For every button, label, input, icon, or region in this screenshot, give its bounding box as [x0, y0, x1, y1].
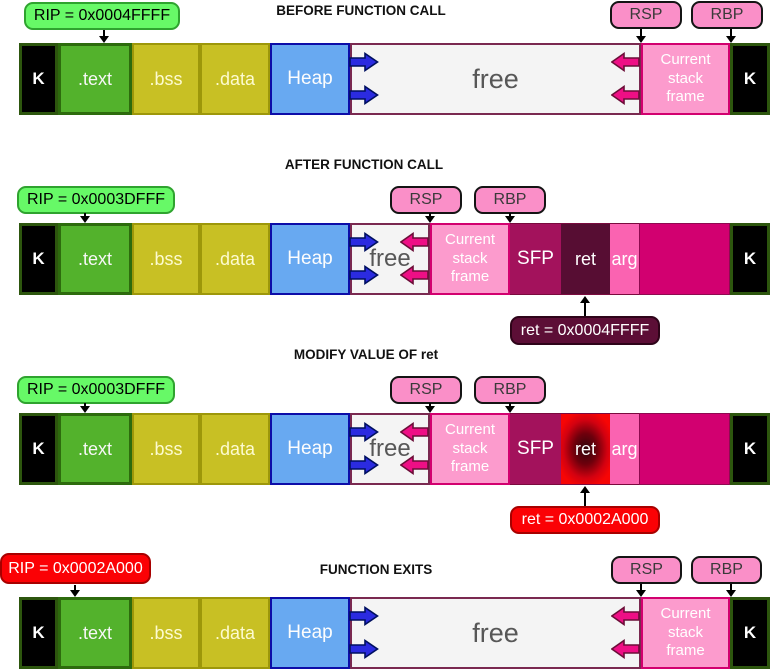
rsp-label: RSP: [611, 556, 682, 584]
segment-heap: Heap: [270, 597, 350, 669]
free-label: free: [369, 435, 411, 462]
stack-growth-arrow-icon: [399, 454, 429, 476]
segment-free: free: [350, 413, 430, 485]
stack-growth-arrow-icon: [610, 51, 640, 73]
down-arrow: [80, 213, 90, 223]
segment-kernel-left: K: [19, 43, 58, 115]
segment-text: .text: [58, 43, 132, 115]
segment-bss: .bss: [132, 43, 200, 115]
segment-stack-frame: Current stack frame: [430, 223, 510, 295]
segment-stack-frame: Current stack frame: [641, 597, 730, 669]
stack-growth-arrow-icon: [399, 231, 429, 253]
segment-sfp: SFP: [510, 413, 561, 485]
down-arrow: [425, 403, 435, 413]
rsp-label: RSP: [610, 1, 682, 29]
ret-value-label: ret = 0x0004FFFF: [510, 316, 660, 345]
down-arrow: [99, 30, 109, 43]
segment-sfp: SFP: [510, 223, 561, 295]
heap-growth-arrow-icon: [349, 454, 379, 476]
segment-bss: .bss: [132, 413, 200, 485]
rbp-label: RBP: [474, 186, 546, 214]
rip-label: RIP = 0x0003DFFF: [17, 186, 175, 214]
rip-label: RIP = 0x0003DFFF: [17, 376, 175, 404]
down-arrow: [636, 584, 646, 597]
segment-stack-frame: Current stack frame: [641, 43, 730, 115]
heap-growth-arrow-icon: [349, 421, 379, 443]
rbp-label: RBP: [474, 376, 546, 404]
ret-value-label: ret = 0x0002A000: [510, 506, 660, 534]
panel-title-before-call: BEFORE FUNCTION CALL: [276, 3, 446, 18]
segment-kernel-left: K: [19, 413, 58, 485]
stack-growth-arrow-icon: [610, 84, 640, 106]
heap-growth-arrow-icon: [349, 231, 379, 253]
segment-text: .text: [58, 223, 132, 295]
down-arrow: [80, 403, 90, 413]
segment-old-frame: [639, 413, 730, 485]
stack-growth-arrow-icon: [610, 605, 640, 627]
segment-old-frame: [639, 223, 730, 295]
down-arrow: [726, 29, 736, 43]
segment-free: free: [350, 597, 641, 669]
panel-title-modify-ret: MODIFY VALUE OF ret: [293, 347, 439, 362]
stack-growth-arrow-icon: [399, 264, 429, 286]
segment-stack-frame: Current stack frame: [430, 413, 510, 485]
segment-kernel-right: K: [730, 413, 770, 485]
segment-kernel-right: K: [730, 43, 770, 115]
segment-free: free: [350, 43, 641, 115]
segment-arg: arg: [610, 413, 639, 485]
stack-growth-arrow-icon: [399, 421, 429, 443]
segment-ret-modified: ret: [561, 413, 610, 485]
segment-kernel-left: K: [19, 223, 58, 295]
segment-heap: Heap: [270, 223, 350, 295]
segment-bss: .bss: [132, 223, 200, 295]
segment-kernel-right: K: [730, 223, 770, 295]
segment-data: .data: [200, 223, 270, 295]
segment-heap: Heap: [270, 413, 350, 485]
segment-text: .text: [58, 413, 132, 485]
heap-growth-arrow-icon: [349, 84, 379, 106]
segment-arg: arg: [610, 223, 639, 295]
segment-ret: ret: [561, 223, 610, 295]
segment-kernel-left: K: [19, 597, 58, 669]
heap-growth-arrow-icon: [349, 264, 379, 286]
down-arrow: [636, 29, 646, 43]
rip-label: RIP = 0x0004FFFF: [24, 2, 180, 30]
segment-text: .text: [58, 597, 132, 669]
heap-growth-arrow-icon: [349, 51, 379, 73]
down-arrow: [505, 213, 515, 223]
down-arrow: [726, 584, 736, 597]
segment-heap: Heap: [270, 43, 350, 115]
panel-title-function-exits: FUNCTION EXITS: [319, 562, 433, 577]
segment-data: .data: [200, 597, 270, 669]
segment-kernel-right: K: [730, 597, 770, 669]
down-arrow: [505, 403, 515, 413]
stack-growth-arrow-icon: [610, 638, 640, 660]
up-arrow: [580, 486, 590, 506]
rbp-label: RBP: [691, 556, 762, 584]
rsp-label: RSP: [390, 376, 462, 404]
heap-growth-arrow-icon: [349, 605, 379, 627]
up-arrow: [580, 296, 590, 316]
segment-bss: .bss: [132, 597, 200, 669]
rbp-label: RBP: [691, 1, 763, 29]
segment-data: .data: [200, 43, 270, 115]
rsp-label: RSP: [390, 186, 462, 214]
down-arrow: [425, 213, 435, 223]
rip-label: RIP = 0x0002A000: [0, 553, 151, 584]
panel-title-after-call: AFTER FUNCTION CALL: [284, 157, 444, 172]
segment-free: free: [350, 223, 430, 295]
down-arrow: [70, 585, 80, 597]
segment-data: .data: [200, 413, 270, 485]
heap-growth-arrow-icon: [349, 638, 379, 660]
free-label: free: [369, 245, 411, 272]
